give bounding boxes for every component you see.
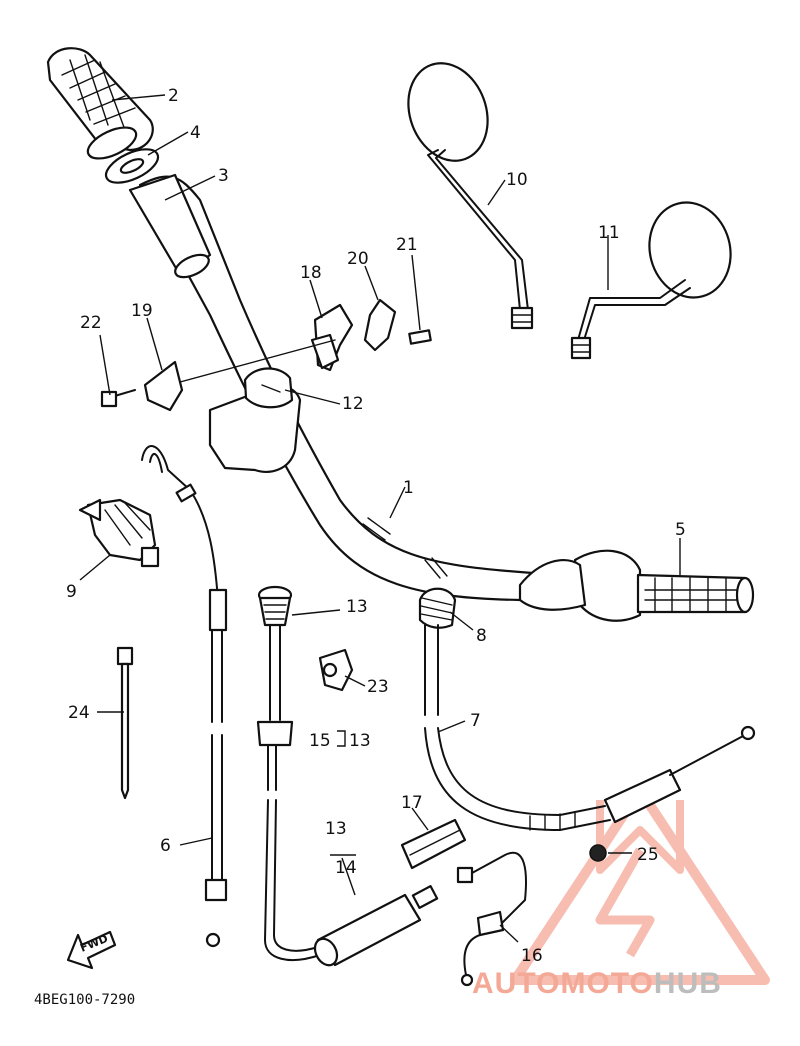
cable-16 [456,851,527,987]
watermark-logo [510,785,770,985]
diagram-code: 4BEG100-7290 [34,992,135,1008]
cable-14 [256,585,439,967]
fwd-arrow: FWD [66,930,117,970]
cable-7 [418,587,756,831]
callout-17: 17 [401,793,423,813]
callout-13-bottom: 13 [325,819,347,839]
throttle-collar [128,173,212,277]
watermark-text: AUTOMOTOHUB [472,967,722,1000]
tie-strap [116,646,134,800]
callout-8: 8 [476,626,487,646]
lever-assembly [78,498,160,568]
callout-20: 20 [347,249,369,269]
left-grip [46,47,154,160]
callout-4: 4 [190,123,201,143]
mirror-right [570,201,732,360]
right-grip [518,549,755,622]
callout-16: 16 [521,946,543,966]
watermark-text-automoto: AUTOMOTO [472,967,654,1000]
callout-2: 2 [168,86,179,106]
callout-15: 15 [309,731,331,751]
callout-18: 18 [300,263,322,283]
callout-6: 6 [160,836,171,856]
callout-25: 25 [637,845,659,865]
callout-10: 10 [506,170,528,190]
callout-13-mid: 13 [349,731,371,751]
clamp-assembly [100,298,432,412]
callout-23: 23 [367,677,389,697]
watermark-text-hub: HUB [654,967,722,1000]
callout-21: 21 [396,235,418,255]
leader-lines [79,94,681,943]
callout-22: 22 [80,313,102,333]
callout-12: 12 [342,394,364,414]
callout-11: 11 [598,223,620,243]
mirror-left [407,62,534,330]
callout-13-top: 13 [346,597,368,617]
callout-19: 19 [131,301,153,321]
callout-3: 3 [218,166,229,186]
callout-numbers: 1 2 3 4 5 6 7 8 9 10 11 12 13 13 13 14 1… [66,86,686,966]
handlebar [138,175,627,602]
callout-1: 1 [403,478,414,498]
switch-housing [208,367,302,473]
callout-5: 5 [675,520,686,540]
callout-9: 9 [66,582,77,602]
callout-24: 24 [68,703,90,723]
callout-14: 14 [335,858,357,878]
cable-6 [141,445,228,948]
callout-7: 7 [470,711,481,731]
cable-guide [400,818,467,870]
nut-25 [589,844,607,862]
